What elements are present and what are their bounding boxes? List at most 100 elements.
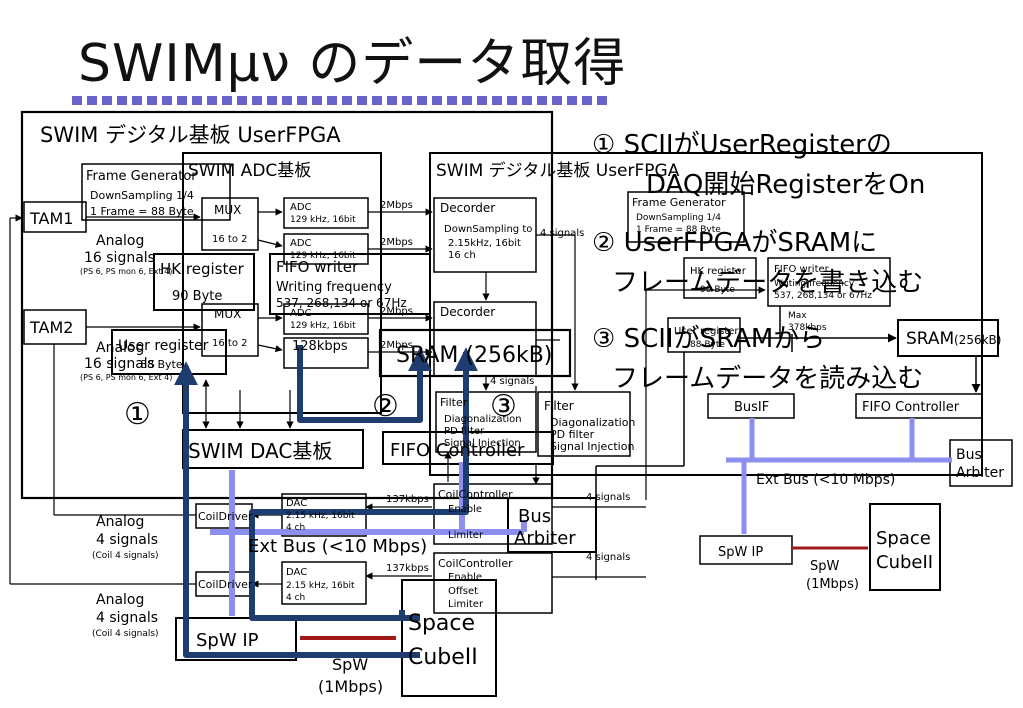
fifo-controller-label: FIFO Controller <box>390 440 525 461</box>
dac-box-2 <box>281 561 367 605</box>
mbps-label-2: 2Mbps <box>380 237 413 248</box>
mbps-label-4: 2Mbps <box>380 340 413 351</box>
right-hk-register-1: HK register <box>690 266 747 277</box>
filter-1-b: Diagonalization <box>444 414 522 425</box>
mux-label-2: MUX <box>214 307 241 321</box>
user-register-line-2: 88 Byte <box>140 358 183 371</box>
filter-2-a: Filter <box>544 399 574 413</box>
signals4-label-1: 4 signals <box>540 228 584 239</box>
analog4-b-line-2: 4 signals <box>96 610 158 626</box>
dac-1-b: 2.15 kHz, 16bit <box>286 511 355 521</box>
decorder-1-c: 2.15kHz, 16bit <box>448 238 521 249</box>
space-cube-box <box>401 579 497 697</box>
filter-box-1 <box>435 391 537 453</box>
mux-ratio-2: 16 to 2 <box>212 338 247 349</box>
dac-1-c: 4 ch <box>286 523 305 533</box>
step1-line2: DAQ開始RegisterをOn <box>646 170 926 200</box>
filter-1-c: PD filter <box>444 426 485 437</box>
dac-2-a: DAC <box>286 567 307 578</box>
step2-line2: フレームデータを書き込む <box>612 268 924 298</box>
spw-ip-box <box>175 617 297 661</box>
left-signal-lines <box>9 208 766 588</box>
coil-controller-2-c: Offset <box>448 586 478 597</box>
right-spw-2: (1Mbps) <box>806 577 859 592</box>
dac-2-b: 2.15 kHz, 16bit <box>286 581 355 591</box>
frame-gen-line-1: Frame Generator <box>86 169 197 184</box>
right-sram-size: (256kB) <box>954 333 1001 347</box>
right-sram-label: SRAM <box>906 329 954 349</box>
adc-1-b: 129 kHz, 16bit <box>290 215 356 225</box>
mux-box-1 <box>201 197 259 251</box>
right-space-cube-2: CubeII <box>876 552 933 573</box>
signals4-label-3: 4 signals <box>586 492 630 503</box>
user-register-box <box>111 329 227 375</box>
right-frame-generator-box <box>627 191 745 243</box>
analog16-b-line-3: (PS 6, PS mon 6, Ext 4) <box>80 373 172 382</box>
analog4-b-line-3: (Coil 4 signals) <box>92 629 159 639</box>
right-fifo-controller-box <box>855 393 983 419</box>
coil-controller-2-a: CoilController <box>438 557 513 570</box>
right-user-register-box <box>667 317 741 353</box>
coil-driver-label-2: CoilDriver <box>198 578 253 591</box>
adc-1-a: ADC <box>290 202 312 213</box>
right-max-1: Max <box>788 311 807 321</box>
right-ext-bus-label: Ext Bus (<10 Mbps) <box>756 472 895 488</box>
filter-2-c: PD filter <box>550 428 595 441</box>
analog16-b-line-1: Analog <box>96 340 144 356</box>
right-frame-gen-3: 1 Frame = 88 Byte <box>636 225 721 235</box>
spw-ip-label: SpW IP <box>196 630 259 651</box>
step2-line1: ② UserFPGAがSRAMに <box>592 228 878 258</box>
fifo-writer-line-3: 537, 268,134 or 67Hz <box>276 296 407 310</box>
analog4-b-line-1: Analog <box>96 592 144 608</box>
filter-1-a: Filter <box>440 396 468 409</box>
adc-box-4 <box>283 337 369 369</box>
adc-box-1 <box>283 197 369 229</box>
space-cube-line-1: Space <box>408 611 475 636</box>
right-space-cube-1: Space <box>876 528 931 549</box>
digital-board-title: SWIM デジタル基板 UserFPGA <box>436 160 680 181</box>
hk-register-box <box>153 253 255 311</box>
user-register-line-1: User register <box>118 338 209 354</box>
coil-controller-1-a: CoilController <box>438 488 513 501</box>
analog16-a-line-3: (PS 6, PS mon 6, Ext 4) <box>80 267 172 276</box>
hk-register-line-2: 90 Byte <box>172 289 222 304</box>
filter-2-d: Signal Injection <box>550 440 634 453</box>
dac-2-c: 4 ch <box>286 593 305 603</box>
userfpga-outer-box <box>20 110 554 500</box>
marker-2: ② <box>372 389 399 424</box>
right-space-cube-box <box>869 503 941 591</box>
right-fifo-writer-1: FIFO writer <box>774 264 830 275</box>
filter-1-d: Signal Injection <box>444 438 521 449</box>
page-title: SWIMμν のデータ取得 <box>78 34 627 94</box>
adc-board-box <box>182 152 382 414</box>
right-frame-gen-2: DownSampling 1/4 <box>636 213 721 223</box>
adc-3-b: 129 kHz, 16bit <box>290 321 356 331</box>
decorder-1-b: DownSampling to <box>444 224 532 235</box>
left-ext-bus <box>210 462 527 616</box>
mbps-label-3: 2Mbps <box>380 306 413 317</box>
decorder-1-d: 16 ch <box>448 250 476 261</box>
analog4-a-line-1: Analog <box>96 514 144 530</box>
hk-register-line-1: HK register <box>160 260 245 278</box>
analog4-a-line-2: 4 signals <box>96 532 158 548</box>
adc-box-3 <box>283 303 369 335</box>
spw-line-1: SpW <box>332 655 368 674</box>
decorder-2-a: Decorder <box>440 305 495 319</box>
right-hk-register-2: 90 Byte <box>700 285 735 295</box>
kbps137-label-2: 137kbps <box>386 563 429 574</box>
tam1-label: TAM1 <box>29 209 73 228</box>
decorder-1-a: Decorder <box>440 201 495 215</box>
right-diagram <box>595 191 1013 591</box>
fifo-writer-line-2: Writing frequency <box>276 280 392 295</box>
sram-label: SRAM (256kB) <box>396 343 552 368</box>
dac-1-a: DAC <box>286 498 307 509</box>
frame-generator-box <box>81 163 231 221</box>
spw-line-2: (1Mbps) <box>318 677 383 696</box>
right-spw-1: SpW <box>810 559 840 574</box>
mux-label-1: MUX <box>214 203 241 217</box>
filter-box-2 <box>537 391 631 457</box>
analog16-a-line-1: Analog <box>96 233 144 249</box>
mux-ratio-1: 16 to 2 <box>212 234 247 245</box>
path-1 <box>174 361 420 658</box>
